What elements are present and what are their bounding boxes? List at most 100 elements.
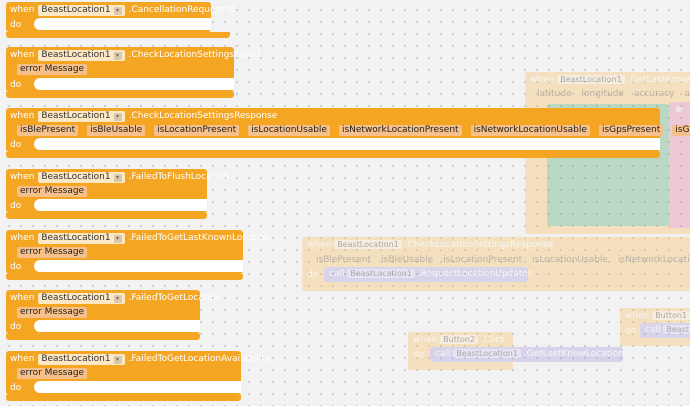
ghost-when-label: when: [530, 75, 555, 85]
param-is-location-usable[interactable]: isLocationUsable: [248, 125, 330, 136]
ghost-component-dropdown[interactable]: BeastLocation1: [334, 240, 402, 249]
ghost-call-block[interactable]: call Beast: [640, 323, 690, 338]
ghost-call-block[interactable]: call BeastLocation1 .GetLastKnowLocation: [430, 347, 624, 362]
chevron-down-icon: ▾: [113, 112, 122, 121]
param-error-message[interactable]: error Message: [17, 247, 88, 258]
ghost-when-label: when: [625, 311, 650, 321]
param-is-ble-usable[interactable]: isBleUsable: [87, 125, 146, 136]
ghost-param: isLocationUsable: [532, 255, 608, 265]
component-dropdown[interactable]: BeastLocation1▾: [38, 172, 125, 183]
component-dropdown[interactable]: BeastLocation1▾: [38, 5, 125, 16]
component-dropdown[interactable]: BeastLocation1▾: [38, 233, 125, 244]
ghost-call-label: call: [645, 325, 661, 335]
ghost-when-label: when: [413, 335, 438, 345]
ghost-param: isLocationPresent: [443, 255, 523, 265]
ghost-plus-icon[interactable]: ⊕: [675, 105, 683, 115]
do-label: do: [10, 20, 22, 30]
event-block-check-location-settings-response[interactable]: when BeastLocation1▾ .CheckLocationSetti…: [6, 108, 690, 152]
event-name: .FailedToGetLastKnownLocation: [128, 233, 271, 243]
event-name: .CheckLocationSettingsFailed: [128, 50, 261, 60]
param-error-message[interactable]: error Message: [17, 64, 88, 75]
statement-slot[interactable]: [34, 199, 207, 211]
ghost-block-button1[interactable]: when Button1 do call Beast: [620, 308, 690, 346]
statement-slot[interactable]: [34, 320, 200, 332]
when-label: when: [10, 111, 35, 121]
ghost-call-component[interactable]: BeastLocation1: [453, 349, 521, 358]
ghost-component-dropdown[interactable]: Button1: [652, 311, 690, 320]
event-block-footer: [6, 92, 234, 98]
ghost-block-button2-click[interactable]: when Button2 .Click do call BeastLocatio…: [408, 332, 624, 370]
when-label: when: [10, 293, 35, 303]
ghost-event-name: .CheckLocationSettingsResponse: [404, 240, 554, 250]
event-block-failed-to-get-location[interactable]: when BeastLocation1▾ .FailedToGetLocatio…: [6, 290, 221, 334]
ghost-event-name: .GetLastKnown: [627, 75, 690, 85]
ghost-component-dropdown[interactable]: Button2: [440, 335, 479, 344]
ghost-call-label: call: [435, 349, 451, 359]
ghost-param: longitude: [581, 89, 624, 99]
ghost-event-name: .Click: [480, 335, 506, 345]
event-block-footer: [6, 395, 241, 401]
ghost-call-method: .GetLastKnowLocation: [523, 349, 624, 359]
do-label: do: [10, 383, 22, 393]
when-label: when: [10, 233, 35, 243]
when-label: when: [10, 172, 35, 182]
statement-slot[interactable]: [34, 78, 234, 90]
ghost-call-component[interactable]: Beast: [663, 325, 690, 334]
param-is-network-location-usable[interactable]: isNetworkLocationUsable: [470, 125, 590, 136]
event-block-failed-to-flush-location[interactable]: when BeastLocation1▾ .FailedToFlushLocat…: [6, 169, 229, 213]
param-is-location-present[interactable]: isLocationPresent: [154, 125, 240, 136]
event-block-footer: [6, 334, 200, 340]
param-error-message[interactable]: error Message: [17, 307, 88, 318]
ghost-do-label: do: [413, 350, 425, 360]
event-name: .CheckLocationSettingsResponse: [128, 111, 278, 121]
param-is-gps-present[interactable]: isGpsPresent: [598, 125, 664, 136]
event-block-footer: [6, 274, 243, 280]
ghost-param: isNetworkLocationPrese: [617, 255, 690, 265]
chevron-down-icon: ▾: [113, 294, 122, 303]
ghost-param: accuracy: [633, 89, 675, 99]
statement-slot[interactable]: [34, 381, 241, 393]
param-is-ble-present[interactable]: isBlePresent: [17, 125, 79, 136]
param-error-message[interactable]: error Message: [17, 186, 88, 197]
event-name: .FailedToGetLocation: [128, 293, 222, 303]
ghost-call-component[interactable]: BeastLocation1: [347, 269, 415, 278]
param-is-network-location-present[interactable]: isNetworkLocationPresent: [338, 125, 462, 136]
chevron-down-icon: ▾: [113, 173, 122, 182]
param-is-gps-usable[interactable]: isGpsUsable: [672, 125, 690, 136]
ghost-param: latitude: [537, 89, 572, 99]
do-label: do: [10, 322, 22, 332]
ghost-param: alti: [684, 89, 690, 99]
component-dropdown[interactable]: BeastLocation1▾: [38, 354, 125, 365]
statement-slot[interactable]: [34, 18, 211, 30]
ghost-pink-block[interactable]: [669, 102, 690, 228]
event-block-cancellation-requested[interactable]: when BeastLocation1▾ .CancellationReques…: [6, 2, 235, 32]
event-block-check-location-settings-failed[interactable]: when BeastLocation1▾ .CheckLocationSetti…: [6, 47, 260, 92]
chevron-down-icon: ▾: [113, 6, 122, 15]
ghost-call-block[interactable]: call BeastLocation1 .RequestLocationUpda…: [324, 267, 533, 282]
ghost-param: isBleUsable: [381, 255, 434, 265]
ghost-block-check-settings[interactable]: when BeastLocation1 .CheckLocationSettin…: [302, 237, 690, 291]
event-name: .FailedToGetLocationAvailability: [128, 354, 271, 364]
component-dropdown[interactable]: BeastLocation1▾: [38, 111, 125, 122]
ghost-block-getlastknown[interactable]: when BeastLocation1 .GetLastKnown latitu…: [525, 72, 690, 234]
ghost-component-dropdown[interactable]: BeastLocation1: [557, 75, 625, 84]
chevron-down-icon: ▾: [113, 355, 122, 364]
statement-slot[interactable]: [34, 260, 243, 272]
ghost-do-label: do: [625, 326, 637, 336]
do-label: do: [10, 80, 22, 90]
event-block-footer: [6, 213, 207, 219]
when-label: when: [10, 354, 35, 364]
statement-slot[interactable]: [34, 138, 660, 150]
param-error-message[interactable]: error Message: [17, 368, 88, 379]
chevron-down-icon: ▾: [113, 51, 122, 60]
component-dropdown[interactable]: BeastLocation1▾: [38, 50, 125, 61]
event-block-failed-to-get-location-availability[interactable]: when BeastLocation1▾ .FailedToGetLocatio…: [6, 351, 270, 395]
when-label: when: [10, 5, 35, 15]
ghost-when-label: when: [307, 240, 332, 250]
event-block-failed-to-get-last-known-location[interactable]: when BeastLocation1▾ .FailedToGetLastKno…: [6, 230, 270, 274]
when-label: when: [10, 50, 35, 60]
component-dropdown[interactable]: BeastLocation1▾: [38, 293, 125, 304]
do-label: do: [10, 201, 22, 211]
chevron-down-icon: ▾: [113, 234, 122, 243]
